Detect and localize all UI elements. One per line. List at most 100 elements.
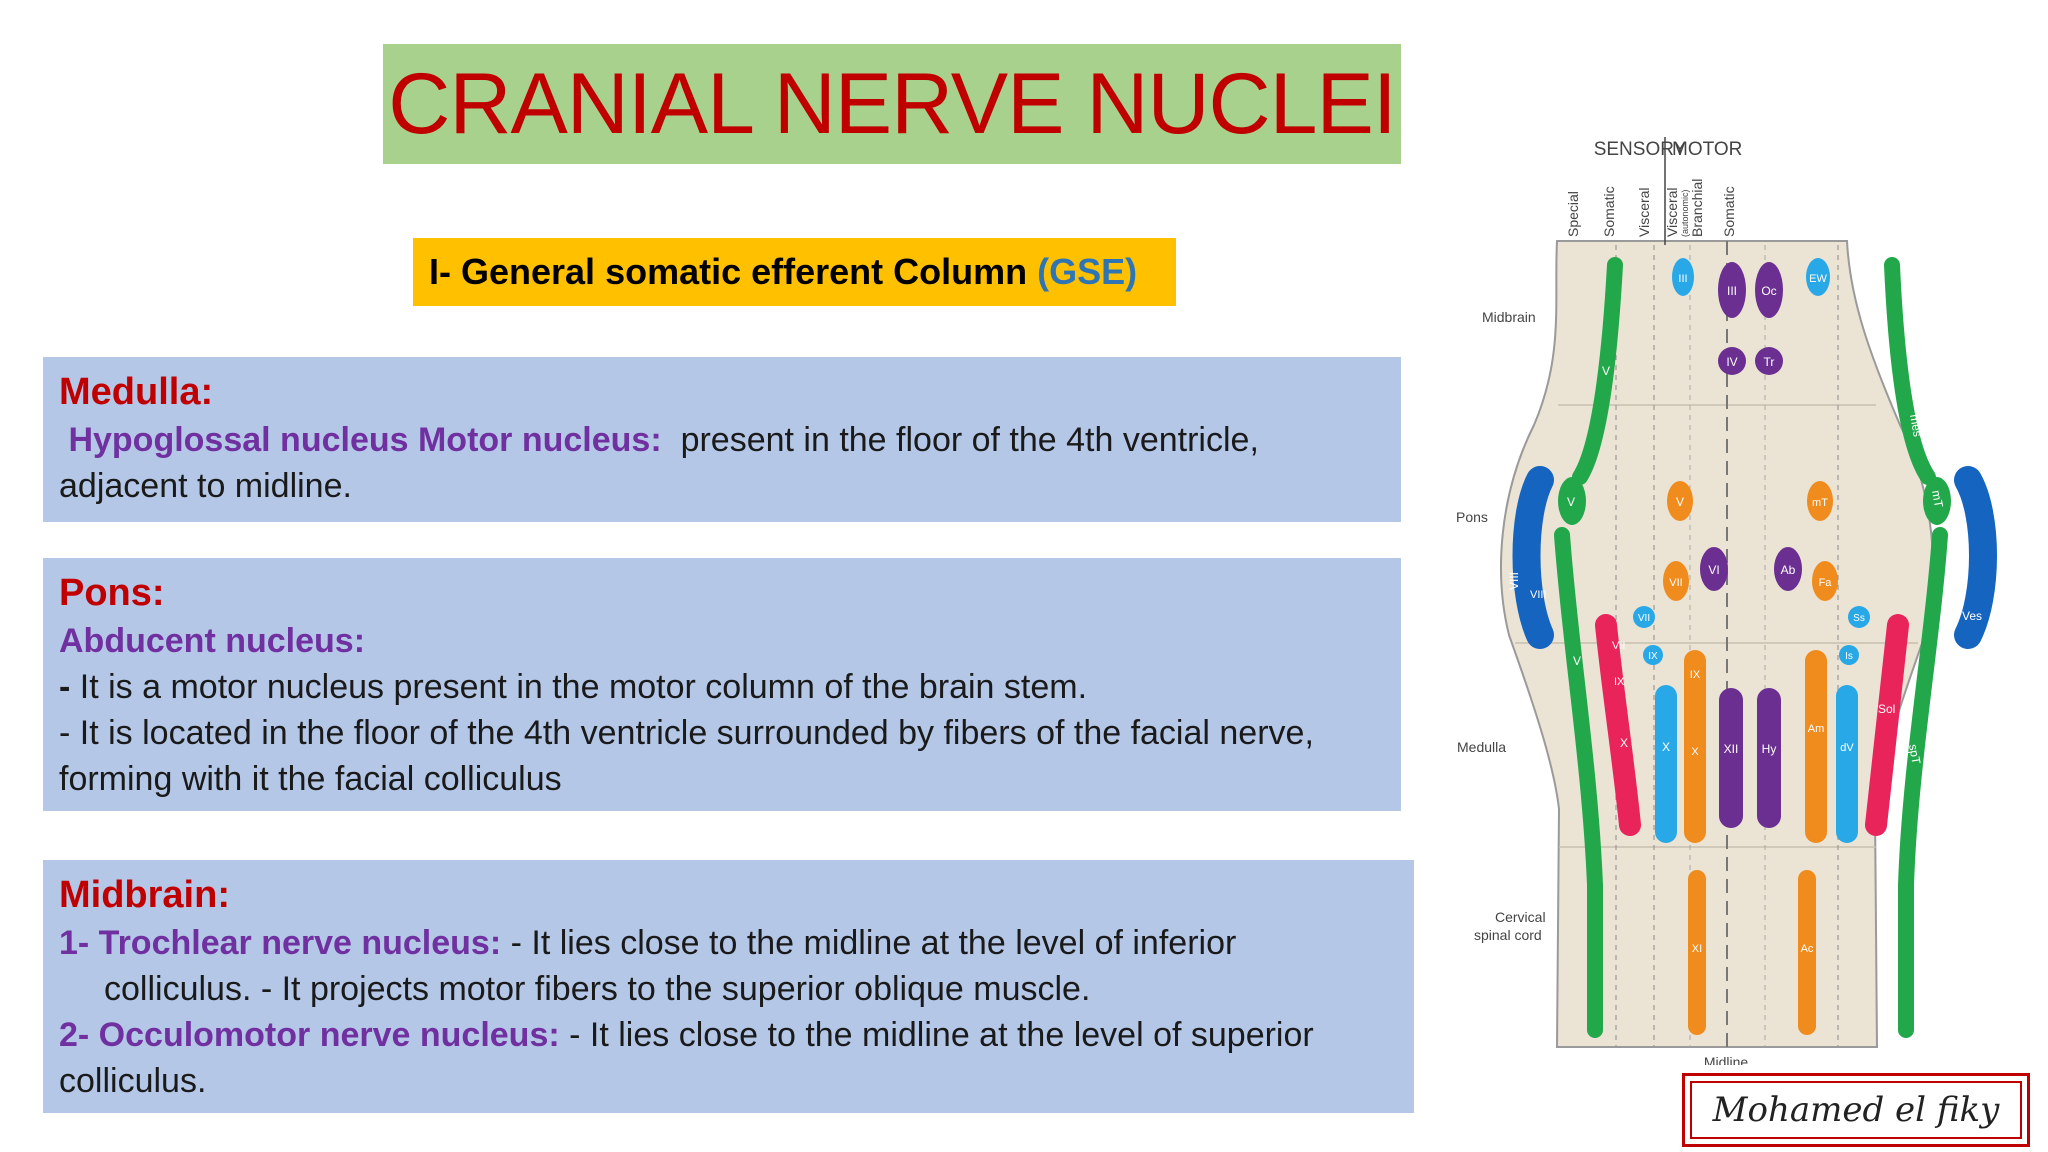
label-vi: VI	[1708, 563, 1719, 577]
label-tr: Tr	[1764, 355, 1775, 369]
midbrain-text-3: - It lies close to the midline at the le…	[569, 1016, 1314, 1054]
label-v-pons: V	[1567, 495, 1575, 509]
midbrain-line-1: 1- Trochlear nerve nucleus: - It lies cl…	[59, 920, 1398, 966]
subtitle-banner: I- General somatic efferent Column (GSE)	[413, 238, 1176, 306]
nucleus-ab	[1774, 547, 1802, 591]
nucleus-solitary-left	[1595, 614, 1641, 836]
midbrain-text-2: colliculus. - It projects motor fibers t…	[104, 970, 1091, 1008]
midline-label: Midline	[1704, 1054, 1749, 1065]
nucleus-vestibulocochlear-left	[1512, 466, 1554, 649]
label-v-mid: V	[1602, 364, 1610, 378]
nucleus-sol-right	[1865, 614, 1909, 836]
label-vii-orange: VII	[1669, 577, 1682, 589]
level-pons: Pons	[1456, 509, 1488, 525]
nucleus-mt-right	[1923, 477, 1951, 525]
label-viii: VIII	[1530, 589, 1547, 601]
subtitle-accent: (GSE)	[1037, 251, 1138, 292]
label-ss: Ss	[1853, 613, 1865, 624]
medulla-panel: Medulla: Hypoglossal nucleus Motor nucle…	[43, 357, 1401, 522]
nucleus-vii-salivatory	[1633, 606, 1655, 628]
nucleus-oculomotor	[1718, 262, 1746, 318]
nucleus-abducent	[1700, 547, 1728, 591]
label-iii-left: III	[1678, 273, 1687, 285]
nucleus-dv	[1836, 685, 1858, 843]
level-midbrain: Midbrain	[1482, 309, 1536, 325]
label-mt-right: mT	[1929, 489, 1946, 509]
medulla-text-2: adjacent to midline.	[59, 467, 352, 505]
label-sol: Sol	[1878, 702, 1895, 716]
nucleus-spinal-trigeminal-left	[1554, 527, 1603, 1038]
label-dv: dV	[1840, 742, 1854, 754]
label-vii-red: VII	[1612, 640, 1625, 652]
label-xii: XII	[1724, 742, 1739, 756]
level-spinal-cord: spinal cord	[1474, 927, 1542, 943]
pons-text-1: It is a motor nucleus present in the mot…	[79, 668, 1088, 706]
label-ix-orange: IX	[1690, 669, 1701, 681]
nucleus-vestibulocochlear-right	[1954, 466, 1997, 649]
nucleus-fa	[1812, 561, 1838, 601]
column-somatic-motor: Somatic	[1721, 186, 1737, 237]
medulla-line-1: Hypoglossal nucleus Motor nucleus: prese…	[59, 417, 1385, 463]
signature-text: Mohamed el fiky	[1690, 1081, 2022, 1139]
nucleus-trochlear	[1718, 347, 1746, 375]
medulla-text-1: present in the floor of the 4th ventricl…	[680, 421, 1259, 459]
nucleus-ss	[1848, 606, 1870, 628]
level-cervical: Cervical	[1495, 909, 1546, 925]
label-am: Am	[1808, 723, 1825, 735]
motor-label: MOTOR	[1672, 139, 1742, 160]
medulla-heading: Medulla:	[59, 371, 214, 413]
label-oc: Oc	[1761, 284, 1776, 298]
label-is: Is	[1845, 651, 1853, 662]
nucleus-iii-light	[1672, 258, 1694, 296]
label-hy: Hy	[1762, 742, 1777, 756]
label-ix-blue: IX	[1648, 651, 1658, 662]
pons-line-1: - It is a motor nucleus present in the m…	[59, 664, 1385, 710]
column-visceral-sensory: Visceral	[1636, 187, 1652, 237]
nucleus-spinal-trigeminal-right	[1898, 527, 1948, 1038]
label-mes: mes	[1907, 413, 1925, 438]
label-iv: IV	[1726, 355, 1737, 369]
nucleus-am	[1805, 650, 1827, 843]
label-vii-blue: VII	[1638, 613, 1650, 624]
title-banner: CRANIAL NERVE NUCLEI	[383, 44, 1401, 164]
nucleus-ew	[1806, 258, 1830, 296]
nuclei-diagram: SENSORY MOTOR Special Somatic Visceral V…	[1456, 137, 2005, 1065]
label-v-orange: V	[1676, 495, 1684, 509]
sensory-label: SENSORY	[1594, 139, 1687, 160]
label-c: C	[1996, 602, 2005, 616]
nucleus-ix-salivatory	[1643, 645, 1663, 665]
nucleus-accessory-left	[1688, 870, 1706, 1035]
label-x-orange: X	[1691, 746, 1699, 758]
label-x-red: X	[1620, 736, 1628, 750]
column-autonomic: (autonomic)	[1680, 189, 1690, 237]
midbrain-text-4: colliculus.	[59, 1062, 207, 1100]
nucleus-ambiguus-left	[1684, 650, 1706, 843]
label-xi: XI	[1692, 943, 1702, 955]
label-viii-left: VIII	[1507, 572, 1521, 590]
signature-frame: Mohamed el fiky	[1682, 1073, 2030, 1147]
label-spt: spT	[1906, 743, 1923, 766]
label-v-med: V	[1573, 654, 1581, 668]
nucleus-dorsal-vagal-left	[1655, 685, 1677, 843]
column-branchial: Branchial	[1689, 179, 1705, 237]
nucleus-mesencephalic-right	[1884, 257, 1936, 485]
label-x-blue: X	[1662, 740, 1670, 754]
occulomotor-term: 2- Occulomotor nerve nucleus:	[59, 1016, 560, 1054]
nucleus-facial-motor-left	[1663, 561, 1689, 601]
label-ix-red: IX	[1614, 676, 1625, 688]
label-ves: Ves	[1962, 609, 1982, 623]
label-ew: EW	[1809, 273, 1827, 285]
subtitle-text: I- General somatic efferent Column	[429, 251, 1028, 292]
nucleus-hy	[1757, 688, 1781, 828]
page-title: CRANIAL NERVE NUCLEI	[388, 55, 1397, 152]
pons-term: Abducent nucleus:	[59, 622, 366, 660]
column-somatic-sensory: Somatic	[1601, 186, 1617, 237]
nucleus-hypoglossal	[1719, 688, 1743, 828]
nucleus-tr	[1755, 347, 1783, 375]
trochlear-term: 1- Trochlear nerve nucleus:	[59, 924, 502, 962]
nucleus-oc	[1755, 262, 1783, 318]
label-fa: Fa	[1819, 577, 1833, 589]
pons-text-3: forming with it the facial colliculus	[59, 760, 562, 798]
brainstem-outline	[1500, 240, 1934, 1048]
nucleus-v-sensory-left	[1558, 477, 1586, 525]
